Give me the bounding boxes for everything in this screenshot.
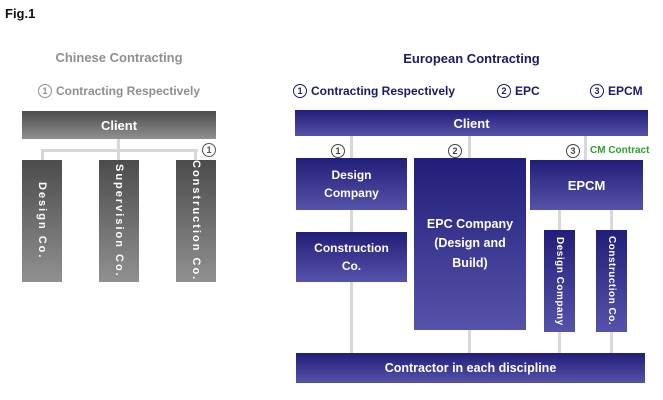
circled-2-badge: 2 xyxy=(497,84,511,98)
construction-co-vbox: Construction Co. xyxy=(596,230,627,332)
supervision-co-box: Supervision Co. xyxy=(99,160,139,282)
design-co-box: Design Co. xyxy=(22,160,62,282)
connector-line xyxy=(610,332,613,353)
epcm-box: EPCM xyxy=(530,160,643,210)
supervision-co-label: Supervision Co. xyxy=(113,164,125,278)
european-client-box: Client xyxy=(295,110,648,136)
connector-line xyxy=(117,139,120,151)
chinese-legend: 1 Contracting Respectively xyxy=(22,84,216,98)
figure-label: Fig.1 xyxy=(5,6,36,21)
chinese-legend-label: Contracting Respectively xyxy=(55,84,201,98)
circled-1-badge: 1 xyxy=(331,144,345,158)
epc-company-box: EPC Company (Design and Build) xyxy=(414,158,526,330)
design-company-label: Design Company xyxy=(554,236,565,326)
connector-line xyxy=(468,330,471,353)
connector-line xyxy=(350,282,353,353)
legend-label: EPC xyxy=(515,84,540,98)
contractor-bottom-bar: Contractor in each discipline xyxy=(296,353,645,383)
european-legend-item-3: 3 EPCM xyxy=(590,84,643,98)
legend-label: Contracting Respectively xyxy=(311,84,456,98)
connector-line xyxy=(558,210,561,230)
connector-line xyxy=(468,136,471,158)
connector-line xyxy=(610,210,613,230)
connector-line xyxy=(117,151,120,160)
connector-line xyxy=(194,151,197,160)
construction-co-box: Construction Co. xyxy=(296,232,407,282)
connector-line xyxy=(558,332,561,353)
circled-3-badge: 3 xyxy=(566,144,580,158)
connector-line xyxy=(350,136,353,158)
construction-co-label: Construction Co. xyxy=(606,236,617,326)
european-legend-item-1: 1 Contracting Respectively xyxy=(293,84,455,98)
connector-line xyxy=(584,136,587,160)
design-company-box: Design Company xyxy=(296,158,407,210)
european-title: European Contracting xyxy=(403,51,540,66)
connector-line xyxy=(41,151,44,160)
chinese-title: Chinese Contracting xyxy=(55,50,183,65)
legend-label: EPCM xyxy=(608,84,643,98)
circled-1-badge: 1 xyxy=(293,84,307,98)
circled-3-badge: 3 xyxy=(590,84,604,98)
construction-co-box: Construction Co. xyxy=(176,160,216,282)
construction-co-label: Construction Co. xyxy=(190,160,202,282)
chinese-client-box: Client xyxy=(22,111,216,139)
circled-1-badge: 1 xyxy=(202,143,216,157)
design-company-vbox: Design Company xyxy=(544,230,575,332)
european-legend-item-2: 2 EPC xyxy=(497,84,540,98)
circled-1-badge: 1 xyxy=(37,84,52,98)
connector-line xyxy=(41,149,198,152)
connector-line xyxy=(350,210,353,232)
circled-2-badge: 2 xyxy=(448,144,462,158)
cm-contract-label: CM Contract xyxy=(590,145,650,156)
design-co-label: Design Co. xyxy=(36,182,48,260)
